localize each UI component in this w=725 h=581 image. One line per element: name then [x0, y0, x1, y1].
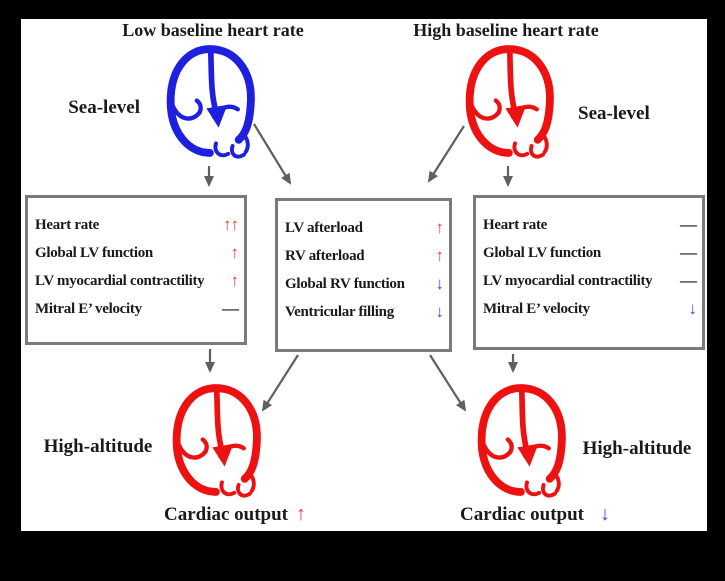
- finding-label: RV afterload: [285, 247, 365, 264]
- finding-label: Ventricular filling: [285, 303, 394, 320]
- heart-icon-high-altitude-right: [472, 377, 568, 503]
- finding-label: Global LV function: [35, 244, 153, 261]
- cardiac-output-label: Cardiac output: [163, 504, 289, 525]
- finding-label: Global LV function: [483, 244, 601, 261]
- up-arrow-icon: ↑: [435, 246, 444, 265]
- finding-label: Heart rate: [35, 216, 100, 233]
- finding-row: Global LV function —: [483, 239, 697, 267]
- finding-row: Ventricular filling ↓: [285, 298, 444, 326]
- low-baseline-title: Low baseline heart rate: [122, 20, 304, 40]
- high-altitude-label-right: High-altitude: [582, 438, 692, 459]
- finding-row: Global LV function ↑: [35, 239, 239, 267]
- no-change-dash-icon: —: [680, 271, 697, 290]
- finding-row: Heart rate ↑↑: [35, 211, 239, 239]
- cardiac-output-label: Cardiac output: [459, 504, 585, 525]
- up-arrow-icon: ↑: [230, 271, 239, 290]
- shared-altitude-effects-box: LV afterload ↑ RV afterload ↑ Global RV …: [275, 198, 452, 352]
- up-arrow-icon: ↑: [435, 218, 444, 237]
- up-arrow-icon: ↑: [230, 243, 239, 262]
- double-up-arrow-icon: ↑↑: [223, 215, 239, 234]
- finding-label: LV afterload: [285, 219, 363, 236]
- finding-label: Mitral E’ velocity: [483, 300, 590, 317]
- finding-row: Mitral E’ velocity ↓: [483, 295, 697, 323]
- finding-row: Global RV function ↓: [285, 270, 444, 298]
- finding-row: LV myocardial contractility —: [483, 267, 697, 295]
- down-arrow-icon: ↓: [600, 503, 611, 525]
- finding-label: Heart rate: [483, 216, 548, 233]
- finding-label: Global RV function: [285, 275, 405, 292]
- finding-row: Mitral E’ velocity —: [35, 295, 239, 323]
- finding-label: LV myocardial contractility: [483, 272, 653, 289]
- cardiac-output-left: Cardiac output ↑: [130, 503, 340, 526]
- down-arrow-icon: ↓: [435, 274, 444, 293]
- no-change-dash-icon: —: [680, 243, 697, 262]
- high-hr-findings-box: Heart rate — Global LV function — LV myo…: [473, 195, 705, 350]
- finding-row: LV myocardial contractility ↑: [35, 267, 239, 295]
- sea-level-label-right: Sea-level: [578, 103, 650, 124]
- no-change-dash-icon: —: [680, 215, 697, 234]
- heart-icon-high-altitude-left: [167, 377, 263, 503]
- heart-icon-sea-level-high: [460, 37, 556, 165]
- finding-row: LV afterload ↑: [285, 214, 444, 242]
- sea-level-label-left: Sea-level: [68, 97, 140, 118]
- high-altitude-label-left: High-altitude: [43, 436, 153, 457]
- up-arrow-icon: ↑: [296, 503, 307, 525]
- cardiac-output-right: Cardiac output ↓: [430, 503, 640, 526]
- heart-icon-sea-level-low: [161, 37, 257, 165]
- down-arrow-icon: ↓: [688, 299, 697, 318]
- finding-row: RV afterload ↑: [285, 242, 444, 270]
- finding-row: Heart rate —: [483, 211, 697, 239]
- finding-label: Mitral E’ velocity: [35, 300, 142, 317]
- finding-label: LV myocardial contractility: [35, 272, 205, 289]
- down-arrow-icon: ↓: [435, 302, 444, 321]
- high-baseline-title: High baseline heart rate: [413, 20, 599, 40]
- no-change-dash-icon: —: [222, 299, 239, 318]
- low-hr-findings-box: Heart rate ↑↑ Global LV function ↑ LV my…: [25, 195, 247, 345]
